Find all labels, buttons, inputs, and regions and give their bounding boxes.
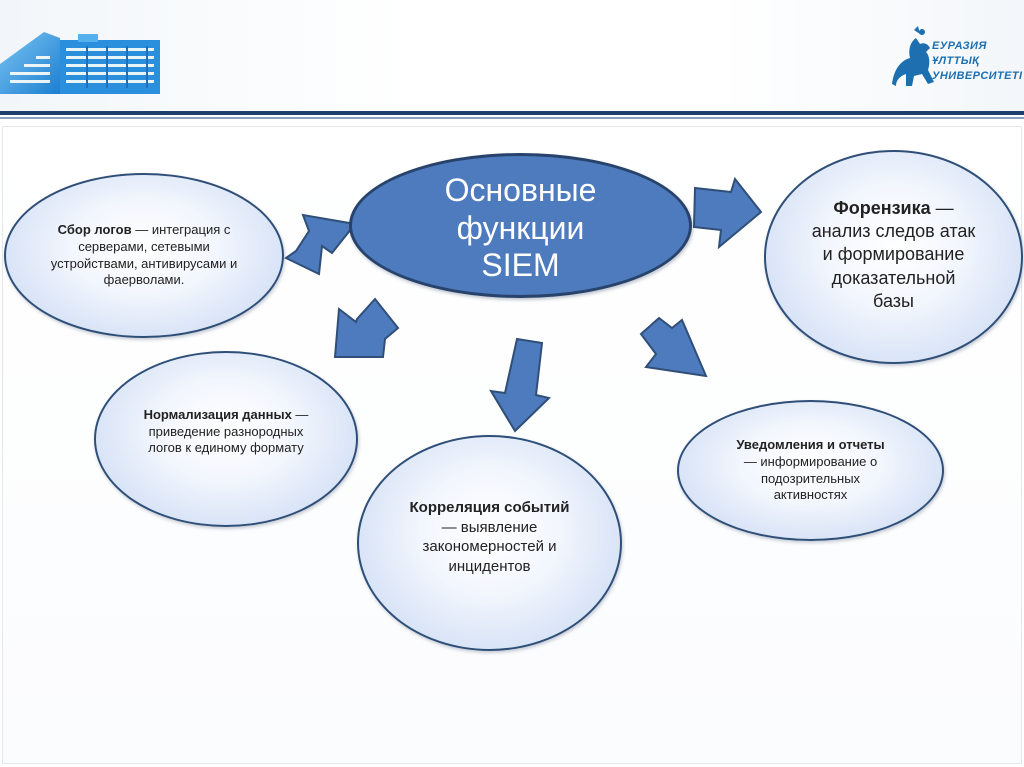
node-log-collection-title: Сбор логов — [58, 222, 132, 237]
node-correlation: Корреляция событий — выявление закономер… — [357, 435, 622, 651]
node-forensics-text: Форензика — анализ следов атак и формиро… — [766, 197, 1021, 314]
node-forensics-title: Форензика — [833, 198, 930, 218]
node-normalization-title: Нормализация данных — [144, 407, 292, 422]
node-normalization: Нормализация данных — приведение разноро… — [94, 351, 358, 527]
center-title: Основные функции SIEM — [445, 172, 597, 284]
node-forensics: Форензика — анализ следов атак и формиро… — [764, 150, 1023, 364]
node-correlation-text: Корреляция событий — выявление закономер… — [359, 498, 620, 576]
arrow-to-notifications — [641, 318, 706, 376]
node-log-collection: Сбор логов — интеграция с серверами, сет… — [4, 173, 284, 338]
node-correlation-title: Корреляция событий — [410, 499, 570, 516]
node-notifications-text: Уведомления и отчеты — информирование о … — [679, 437, 942, 505]
node-correlation-description: — выявление закономерностей и инцидентов — [422, 519, 556, 575]
node-notifications-title: Уведомления и отчеты — [736, 437, 884, 452]
center-node-siem: Основные функции SIEM — [349, 153, 692, 298]
arrow-to-forensics — [694, 179, 761, 247]
arrow-to-correlation — [491, 339, 549, 431]
node-log-collection-text: Сбор логов — интеграция с серверами, сет… — [6, 222, 282, 290]
node-normalization-text: Нормализация данных — приведение разноро… — [96, 407, 356, 458]
arrow-to-log-collection — [286, 215, 355, 274]
node-notifications: Уведомления и отчеты — информирование о … — [677, 400, 944, 541]
node-notifications-description: — информирование о подозрительных активн… — [744, 454, 877, 503]
arrow-to-normalization — [335, 299, 398, 357]
